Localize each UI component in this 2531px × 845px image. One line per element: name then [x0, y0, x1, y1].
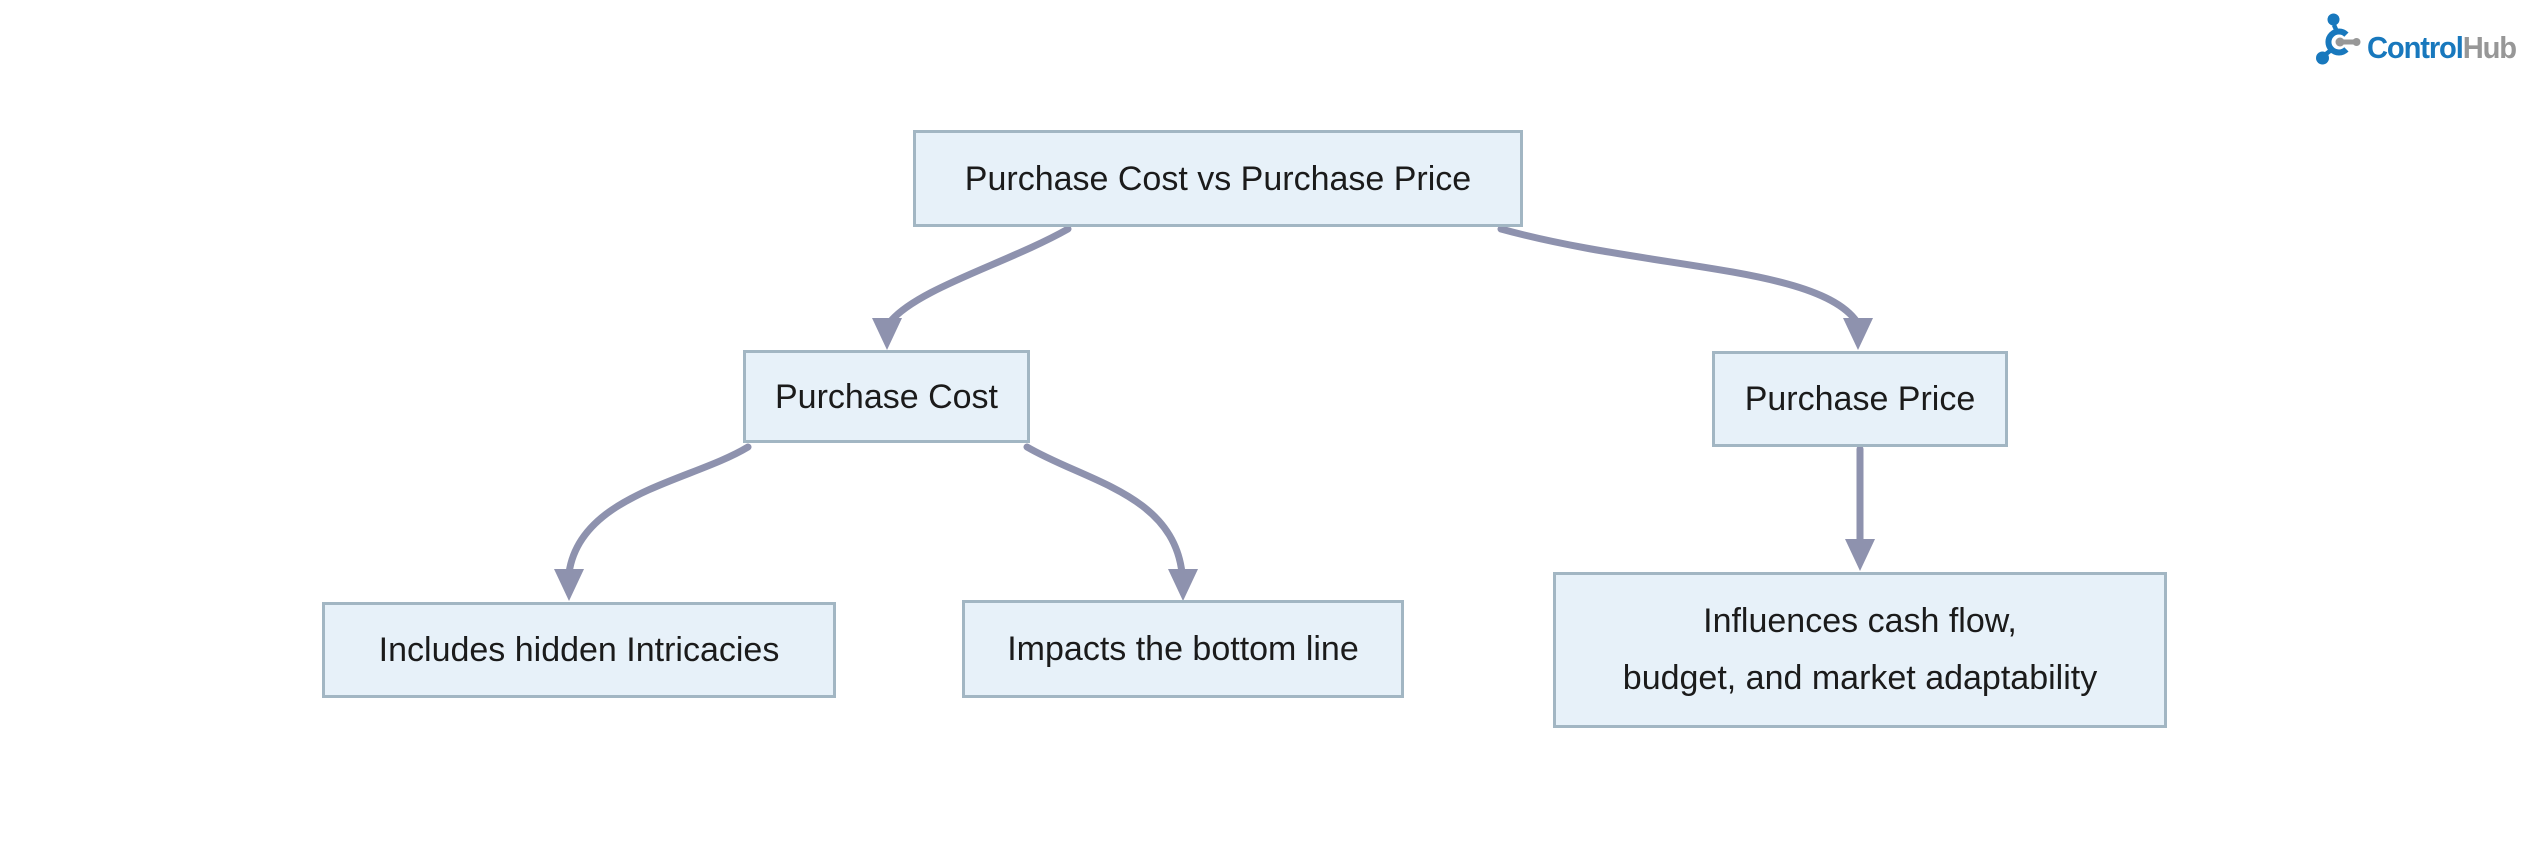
node-label: Includes hidden Intricacies [378, 631, 780, 669]
node-purchase-price: Purchase Price [1712, 351, 2008, 447]
arrowhead-root-to-cost [872, 318, 902, 350]
node-includes-hidden-intricacies: Includes hidden Intricacies [322, 602, 836, 698]
arrowhead-price-to-price-detail-1 [1845, 539, 1875, 571]
edge-root-to-cost [886, 225, 1072, 326]
hub-network-icon [2315, 13, 2361, 65]
node-label: Impacts the bottom line [1007, 630, 1359, 668]
node-purchase-cost-vs-purchase-price: Purchase Cost vs Purchase Price [913, 130, 1523, 227]
logo-text-hub: Hub [2462, 30, 2516, 65]
node-label-line2: budget, and market adaptability [1622, 659, 2098, 697]
node-label: Purchase Price [1744, 380, 1976, 418]
node-impacts-the-bottom-line: Impacts the bottom line [962, 600, 1404, 698]
logo-text-control: Control [2366, 30, 2464, 65]
node-influences-cash-flow: Influences cash flow, budget, and market… [1553, 572, 2167, 728]
node-label: Purchase Cost vs Purchase Price [964, 159, 1472, 198]
arrowhead-root-to-price [1843, 318, 1873, 350]
edge-cost-to-cost-detail-1 [565, 443, 752, 577]
logo-wordmark: ControlHub [2366, 30, 2517, 66]
node-label-line1: Influences cash flow, [1703, 602, 2017, 640]
arrowhead-cost-to-cost-detail-1 [554, 569, 584, 601]
node-label: Purchase Cost [775, 377, 998, 416]
edge-cost-to-cost-detail-2 [1023, 443, 1186, 577]
arrowhead-cost-to-cost-detail-2 [1168, 569, 1198, 601]
edge-root-to-price [1497, 225, 1861, 326]
node-purchase-cost: Purchase Cost [743, 350, 1030, 443]
controlhub-logo: ControlHub [2310, 8, 2525, 66]
